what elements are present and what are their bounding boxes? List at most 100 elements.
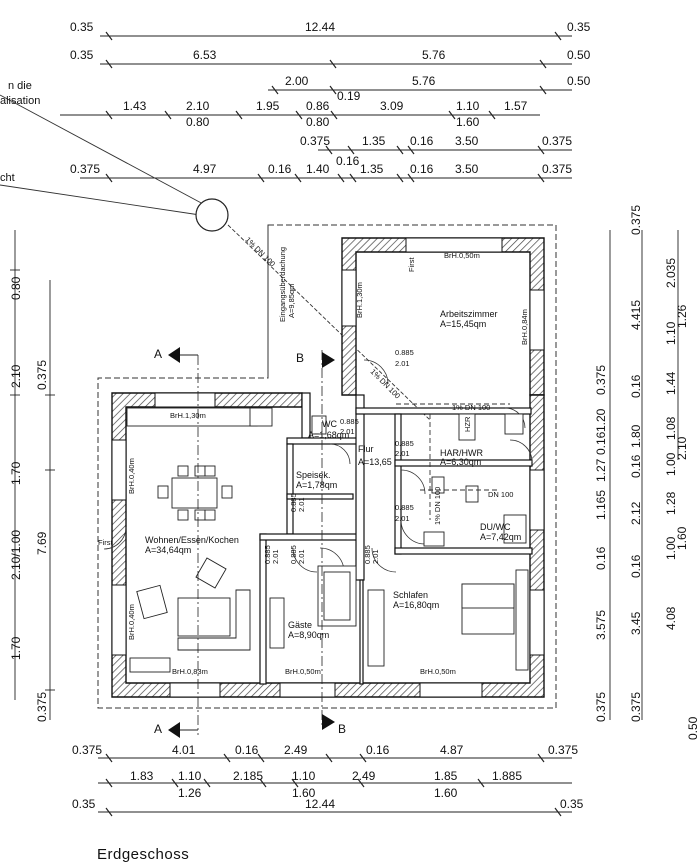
sill-height: BrH.0,50m [420, 667, 456, 676]
dim-text: 0.16 [629, 454, 643, 478]
dim-text: 12.44 [305, 20, 335, 34]
door-dim: 0.885 [395, 348, 414, 357]
section-b-bottom-arrow-icon [322, 714, 335, 730]
dim-text: 0.16 [410, 134, 434, 148]
shaft-circle [195, 198, 229, 232]
dim-text: 0.50 [567, 74, 591, 88]
floor-caption: Erdgeschoss [97, 846, 190, 863]
dim-text: 0.16 [268, 162, 292, 176]
dim-text: 2.10 [675, 436, 689, 460]
dim-text: 1.27 [594, 458, 608, 482]
dims-bottom [98, 753, 572, 817]
section-a-bottom-arrow-icon [168, 722, 180, 738]
dim-text: 6.53 [193, 48, 217, 62]
entrance-area: A=9,85qm [287, 284, 296, 318]
room-area: A=1,78qm [296, 480, 337, 490]
room-area: A=15,45qm [440, 319, 486, 329]
dim-text: 0.35 [72, 797, 96, 811]
section-markers [168, 347, 335, 738]
room-name: HAR/HWR [440, 448, 483, 458]
dim-text: 0.375 [72, 743, 102, 757]
door-dim: 2.01 [395, 449, 410, 458]
furniture [126, 407, 529, 673]
dim-text: 0.375 [548, 743, 578, 757]
section-a-top-arrow-icon [168, 347, 180, 363]
dim-text: 0.35 [560, 797, 584, 811]
dim-text: 1.95 [256, 99, 280, 113]
dim-text: 0.35 [70, 20, 94, 34]
dim-text: 1.83 [130, 769, 154, 783]
section-a-bottom: A [154, 722, 162, 736]
dim-text: 0.35 [567, 20, 591, 34]
overhang-lines [97, 224, 557, 709]
dim-text: 0.375 [542, 162, 572, 176]
windows [111, 237, 545, 698]
pipes [396, 403, 510, 520]
dim-text: 0.16 [629, 554, 643, 578]
dims-top-text: 0.35 12.44 0.35 0.35 6.53 5.76 0.50 2.00… [70, 20, 591, 176]
dim-text: 0.375 [35, 692, 49, 722]
side-note-light: cht [0, 172, 15, 184]
dim-text: 2.49 [352, 769, 376, 783]
first-label: First [98, 538, 113, 547]
section-b-bottom: B [338, 722, 346, 736]
dim-text: 4.97 [193, 162, 217, 176]
dim-text: 1.60 [675, 526, 689, 550]
section-a-top: A [154, 347, 162, 361]
room-area: A=13,65 [358, 457, 392, 467]
dim-text: 0.375 [300, 134, 330, 148]
dim-text: 0.16 [594, 546, 608, 570]
room-area: A=34,64qm [145, 545, 191, 555]
room-name: Schlafen [393, 590, 428, 600]
door-dim: 2.01 [271, 549, 280, 564]
sill-height: BrH.0,83m [172, 667, 208, 676]
dim-text: 1.57 [504, 99, 528, 113]
dim-text: 1.70 [9, 461, 23, 485]
dim-text: 0.375 [70, 162, 100, 176]
first-label: First [407, 257, 416, 272]
dim-text: 4.01 [172, 743, 196, 757]
dim-text: 1.10 [456, 99, 480, 113]
door-dim: 0.885 [395, 439, 414, 448]
reference-lines [0, 94, 431, 421]
dim-text: 0.375 [542, 134, 572, 148]
dim-text: 0.375 [629, 692, 643, 722]
door-dim: 2.01 [297, 549, 306, 564]
dims-bottom-text: 0.375 4.01 0.16 2.49 0.16 4.87 0.375 1.8… [72, 743, 584, 811]
dim-text: 0.19 [337, 89, 361, 103]
section-b-top-arrow-icon [322, 352, 335, 368]
dim-text: 1.08 [664, 416, 678, 440]
dim-text: 1.20 [594, 408, 608, 432]
entrance-label: Eingangsüberdachung [278, 247, 287, 322]
dim-text: 2.185 [233, 769, 263, 783]
dim-text: 0.80 [186, 115, 210, 129]
door-dim: 2.01 [395, 514, 410, 523]
dim-text: 1.85 [434, 769, 458, 783]
dim-text: 3.50 [455, 162, 479, 176]
dims-top [60, 31, 572, 183]
door-dim: 0.885 [363, 545, 372, 564]
door-dim: 0.885 [395, 503, 414, 512]
section-b-top: B [296, 351, 304, 365]
sill-height: BrH.1,30m [355, 282, 364, 318]
dim-text: 2.10 [9, 364, 23, 388]
dim-text: 1.35 [360, 162, 384, 176]
dim-text: 1.10 [178, 769, 202, 783]
dim-text: 1.35 [362, 134, 386, 148]
door-dim: 2.01 [395, 359, 410, 368]
room-name: DU/WC [480, 522, 511, 532]
sill-height: BrH.0,40m [127, 458, 136, 494]
sill-height: BrH.0,50m [285, 667, 321, 676]
dim-text: 0.375 [594, 692, 608, 722]
dim-text: 3.09 [380, 99, 404, 113]
dim-text: 1.10 [292, 769, 316, 783]
dims-right-text: 0.375 2.035 4.415 1.26 1.10 0.375 1.44 0… [594, 205, 699, 740]
sill-height: BrH.1,30m [170, 411, 206, 420]
dim-text: 1.26 [675, 304, 689, 328]
dim-text: 4.08 [664, 606, 678, 630]
dim-text: 0.80 [306, 115, 330, 129]
interior-walls [259, 392, 533, 685]
room-name: Speisek. [296, 470, 331, 480]
dim-text: 0.375 [629, 205, 643, 235]
sill-height: BrH.0,40m [127, 604, 136, 640]
